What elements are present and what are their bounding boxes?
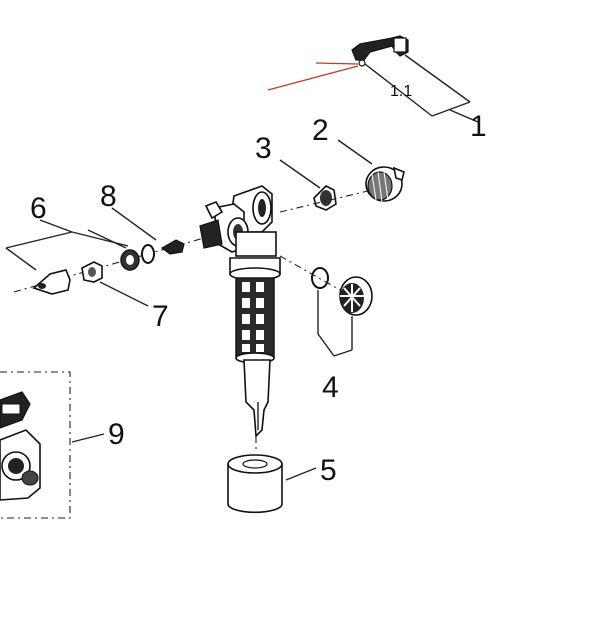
leader-1 (364, 54, 479, 123)
part-8-needle (160, 239, 185, 255)
part-5-sleeve (227, 454, 283, 514)
label-1-1: 1.1 (390, 83, 412, 100)
marker-arrow (267, 62, 359, 91)
part-2-cap (365, 166, 405, 203)
part-4-oring (311, 267, 329, 289)
part-3-washer (313, 185, 337, 211)
main-valve-body (199, 185, 281, 438)
label-8: 8 (100, 180, 117, 213)
label-4: 4 (322, 371, 339, 404)
axis-strainer (279, 255, 341, 291)
label-3: 3 (255, 132, 272, 165)
label-9: 9 (108, 418, 125, 451)
part-8-washer (141, 244, 155, 264)
part-6-nozzle (32, 269, 71, 295)
leader-3 (279, 159, 321, 189)
part-1-clip (351, 35, 409, 67)
leader-8 (111, 207, 157, 241)
label-5: 5 (320, 454, 337, 487)
leader-4 (317, 290, 353, 357)
leader-7 (99, 281, 149, 307)
label-6: 6 (30, 192, 47, 225)
part-6-ring (120, 249, 140, 271)
label-1: 1 (470, 110, 487, 143)
part-4-strainer (339, 276, 373, 316)
part-9-kit-box (0, 371, 71, 519)
leader-6 (5, 219, 129, 271)
leader-9 (71, 433, 105, 443)
leader-2 (337, 139, 373, 165)
label-7: 7 (152, 300, 169, 333)
part-7-nut (81, 261, 103, 283)
label-2: 2 (312, 114, 329, 147)
leader-5 (285, 467, 317, 481)
